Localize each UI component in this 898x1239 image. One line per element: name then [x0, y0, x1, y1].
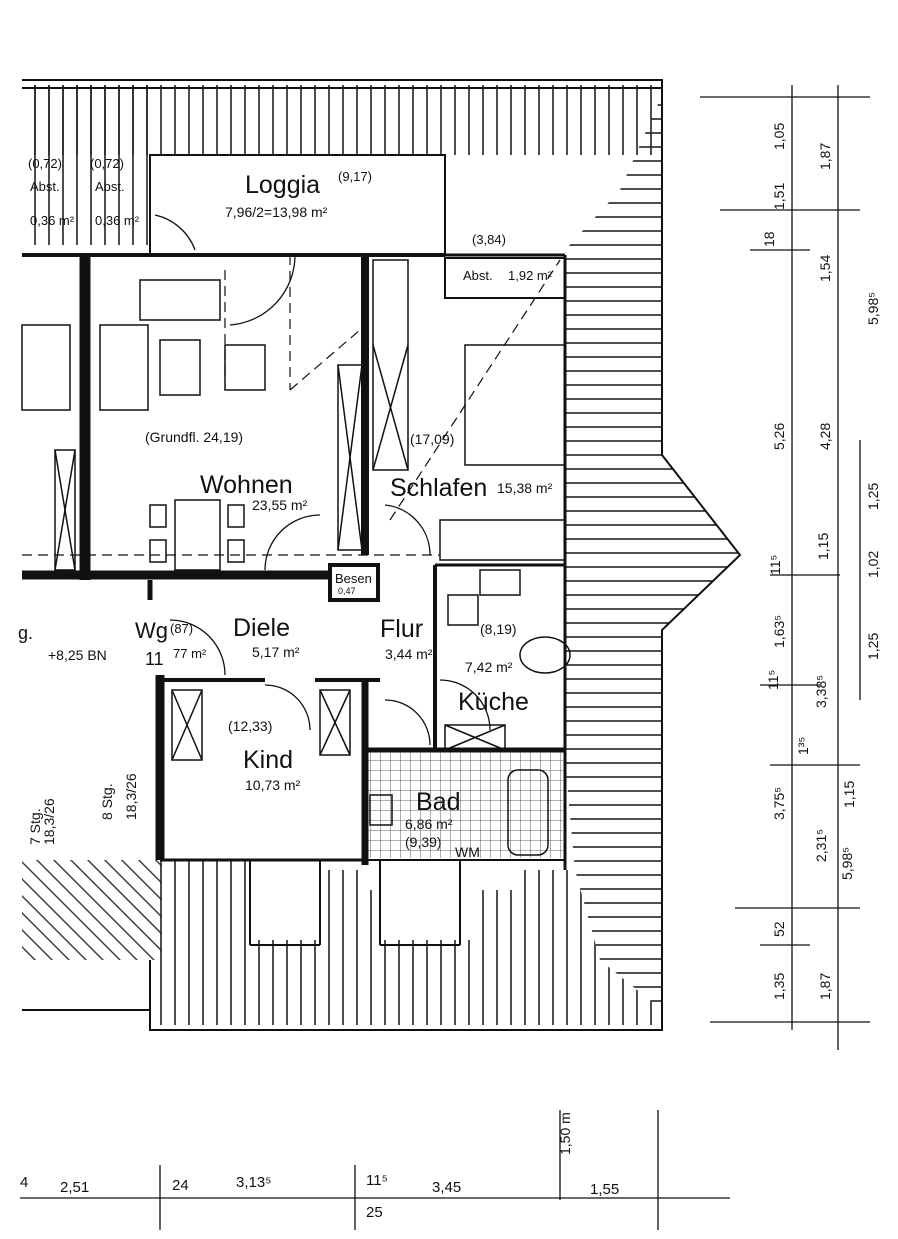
abst-left-1-area: 0,36 m²: [30, 213, 75, 228]
abst-left-1-label: Abst.: [30, 179, 60, 194]
stair1-label: 8 Stg.: [99, 783, 115, 820]
dim-right-outer-0: 5,98⁵: [865, 291, 881, 325]
bad-label: Bad: [416, 788, 461, 816]
besen-area: 0,47: [338, 586, 356, 596]
wg-label: Wg: [135, 618, 168, 643]
dim-right-outer-2: 1,02: [865, 550, 881, 578]
dim-right-mid-1: 1,54: [817, 254, 833, 282]
flur-area: 3,44 m²: [385, 646, 433, 662]
kueche-net-area: (8,19): [480, 621, 517, 637]
roof-hatching: [22, 85, 740, 1025]
flur-label: Flur: [380, 615, 424, 643]
wg-area: 77 m²: [173, 646, 207, 661]
loggia-label: Loggia: [245, 171, 321, 199]
dim-right-mid-3: 1,15: [815, 532, 831, 560]
dim-right-outer-1: 1,25: [865, 482, 881, 510]
dim-right-mid-4: 3,38⁵: [813, 674, 829, 708]
dim-right-inner-10: 1,35: [771, 972, 787, 1000]
dim-right-inner-8: 3,75⁵: [771, 786, 787, 820]
kind-label: Kind: [243, 746, 294, 774]
dim-bottom-1: 2,51: [60, 1179, 90, 1196]
dim-bottom-0: 4: [20, 1174, 29, 1191]
loggia-area: 7,96/2=13,98 m²: [225, 204, 328, 220]
abst-left-2-label: Abst.: [95, 179, 125, 194]
dim-right-inner-9: 52: [771, 921, 787, 937]
abst-label: Abst.: [463, 268, 493, 283]
stair2-dim: 18,3/26: [41, 798, 57, 845]
bad-wm: WM: [455, 844, 480, 860]
abst-left-2-net: (0,72): [90, 156, 124, 171]
dim-bottom-2: 24: [172, 1177, 189, 1194]
kueche-area: 7,42 m²: [465, 659, 513, 675]
dim-right-inner-6: 11⁵: [765, 669, 781, 690]
schlafen-label: Schlafen: [390, 474, 488, 502]
notes-stray-letter: g.: [18, 623, 34, 643]
dimension-lines: [20, 85, 870, 1230]
besen-label: Besen: [335, 571, 372, 586]
dim-bottom-5: 3,45: [432, 1179, 462, 1196]
loggia-net-area: (9,17): [338, 169, 372, 184]
abst-left-1-net: (0,72): [28, 156, 62, 171]
wg-number: 11: [145, 649, 164, 669]
dim-right-inner-0: 1,05: [771, 122, 787, 150]
diele-area: 5,17 m²: [252, 644, 300, 660]
schlafen-area: 15,38 m²: [497, 480, 553, 496]
dim-right-mid-7: 1,87: [817, 972, 833, 1000]
dim-right-outer-4: 5,98⁵: [839, 846, 855, 880]
bad-area: 6,86 m²: [405, 816, 453, 832]
schlafen-net-area: (17,09): [410, 431, 455, 447]
abst-net-area: (3,84): [472, 232, 506, 247]
dim-right-inner-4: 11⁵: [767, 554, 783, 575]
wohnen-label: Wohnen: [200, 471, 293, 499]
dim-right-mid-0: 1,87: [817, 142, 833, 170]
kind-net-area: (12,33): [228, 718, 273, 734]
dim-right-mid-2: 4,28: [817, 422, 833, 450]
dim-right-outer-3: 1,25: [865, 632, 881, 660]
dim-bottom-6: 1,55: [590, 1181, 620, 1198]
level-label: +8,25 BN: [48, 647, 107, 663]
kind-area: 10,73 m²: [245, 777, 301, 793]
wg-net: (87): [170, 621, 194, 636]
dim-right-inner-5: 1,63⁵: [771, 614, 787, 648]
dashed-lines: [22, 255, 561, 556]
stair2-label: 7 Stg.: [27, 808, 43, 845]
dim-bottom-4: 11⁵: [366, 1172, 388, 1189]
door-swings: [154, 214, 491, 746]
dim-right-inner-7: 1³⁵: [795, 736, 811, 755]
kueche-label: Küche: [458, 688, 529, 716]
dim-right-inner-1: 1,51: [771, 182, 787, 210]
dim-bottom-8: 1,50 m: [557, 1112, 573, 1155]
dim-bottom-7: 25: [366, 1204, 383, 1221]
wohnen-grundfl: (Grundfl. 24,19): [145, 429, 244, 445]
bathroom-tiling: [367, 752, 563, 858]
stair1-dim: 18,3/26: [123, 773, 139, 820]
dim-right-mid-5: 1,15: [841, 780, 857, 808]
abst-area: 1,92 m²: [508, 268, 553, 283]
wohnen-area: 23,55 m²: [252, 497, 308, 513]
dim-right-inner-2: 18: [761, 231, 777, 247]
dim-right-mid-6: 2,31⁵: [813, 828, 829, 862]
diele-label: Diele: [233, 614, 290, 642]
dim-right-inner-3: 5,26: [771, 422, 787, 450]
dim-bottom-3: 3,13⁵: [236, 1174, 272, 1191]
furniture: [21, 259, 571, 856]
roof-outline: [22, 79, 742, 1031]
bad-net-area: (9,39): [405, 834, 442, 850]
abst-left-2-area: 0,36 m²: [95, 213, 140, 228]
